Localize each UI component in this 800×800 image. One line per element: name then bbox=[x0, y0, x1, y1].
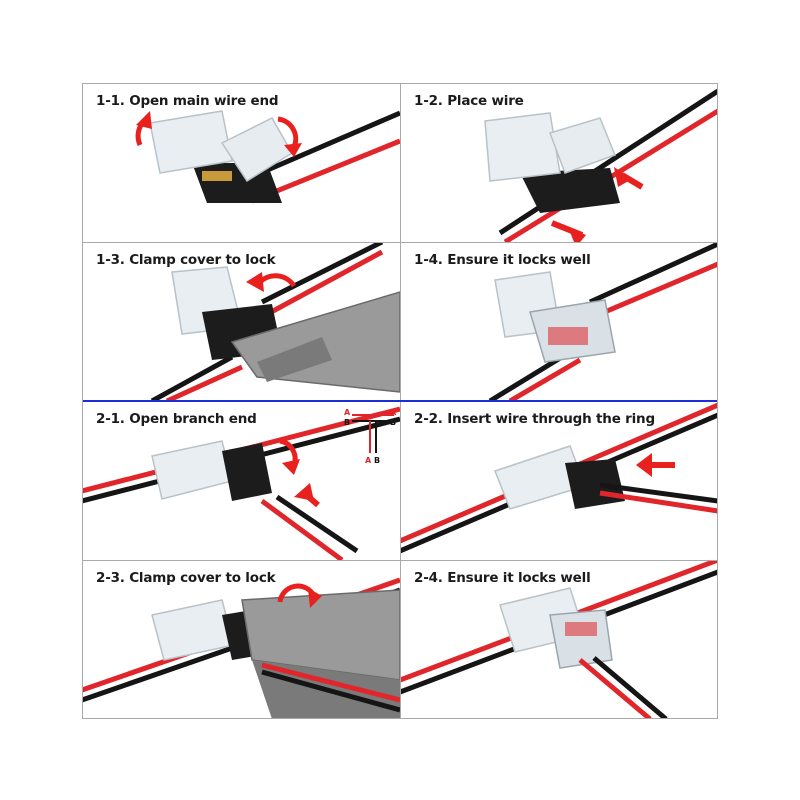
panel-2-1: A B A B A B 2-1. Open branch end bbox=[82, 401, 400, 560]
divider-row-3 bbox=[82, 560, 718, 561]
panel-2-4-illustration bbox=[400, 560, 718, 719]
caption-2-1: 2-1. Open branch end bbox=[96, 411, 257, 427]
diagram-label-b-right: B bbox=[390, 418, 396, 427]
connector-cover-left bbox=[484, 112, 561, 182]
panel-2-2: 2-2. Insert wire through the ring bbox=[400, 401, 718, 560]
divider-section-blue bbox=[82, 400, 718, 402]
pliers bbox=[241, 589, 400, 681]
insert-arrow bbox=[636, 453, 652, 477]
connector-base bbox=[520, 168, 620, 213]
instruction-grid: 1-1. Open main wire end 1-2. Place wire bbox=[82, 83, 718, 719]
panel-1-1: 1-1. Open main wire end bbox=[82, 83, 400, 242]
caption-2-2: 2-2. Insert wire through the ring bbox=[414, 411, 655, 427]
caption-2-4: 2-4. Ensure it locks well bbox=[414, 570, 591, 586]
panel-2-3: 2-3. Clamp cover to lock bbox=[82, 560, 400, 719]
diagram-label-b-left: B bbox=[344, 418, 350, 427]
t-junction-diagram: A B A B A B bbox=[344, 408, 397, 465]
panel-2-3-illustration bbox=[82, 577, 400, 719]
panel-2-2-illustration bbox=[400, 402, 718, 554]
rotate-arrow bbox=[258, 273, 297, 288]
caption-1-2: 1-2. Place wire bbox=[414, 93, 524, 109]
connector-cover-right bbox=[549, 117, 616, 174]
connector-base bbox=[222, 443, 272, 501]
diagram-label-a-bottom: A bbox=[365, 456, 372, 465]
panel-1-2-illustration bbox=[484, 88, 718, 242]
caption-1-1: 1-1. Open main wire end bbox=[96, 93, 279, 109]
panel-1-3: 1-3. Clamp cover to lock bbox=[82, 242, 400, 401]
caption-2-3: 2-3. Clamp cover to lock bbox=[96, 570, 276, 586]
panel-2-1-illustration: A B A B A B bbox=[82, 406, 400, 560]
panel-1-3-illustration bbox=[150, 242, 400, 401]
diagram-label-a-right: A bbox=[390, 408, 397, 417]
rotate-arrow-right bbox=[277, 116, 299, 149]
pliers-jaw bbox=[257, 337, 332, 382]
diagram-label-a-left: A bbox=[344, 408, 351, 417]
caption-1-3: 1-3. Clamp cover to lock bbox=[96, 252, 276, 268]
panel-1-4-illustration bbox=[488, 242, 718, 401]
panel-1-1-illustration bbox=[135, 110, 400, 204]
connector-cover-left bbox=[149, 110, 233, 174]
panel-1-4: 1-4. Ensure it locks well bbox=[400, 242, 718, 401]
divider-row-1 bbox=[82, 242, 718, 243]
grid-frame bbox=[82, 83, 718, 719]
panel-2-4: 2-4. Ensure it locks well bbox=[400, 560, 718, 719]
metal-contact bbox=[202, 171, 232, 181]
panel-1-2: 1-2. Place wire bbox=[400, 83, 718, 242]
caption-1-4: 1-4. Ensure it locks well bbox=[414, 252, 591, 268]
diagram-label-b-bottom: B bbox=[374, 456, 380, 465]
